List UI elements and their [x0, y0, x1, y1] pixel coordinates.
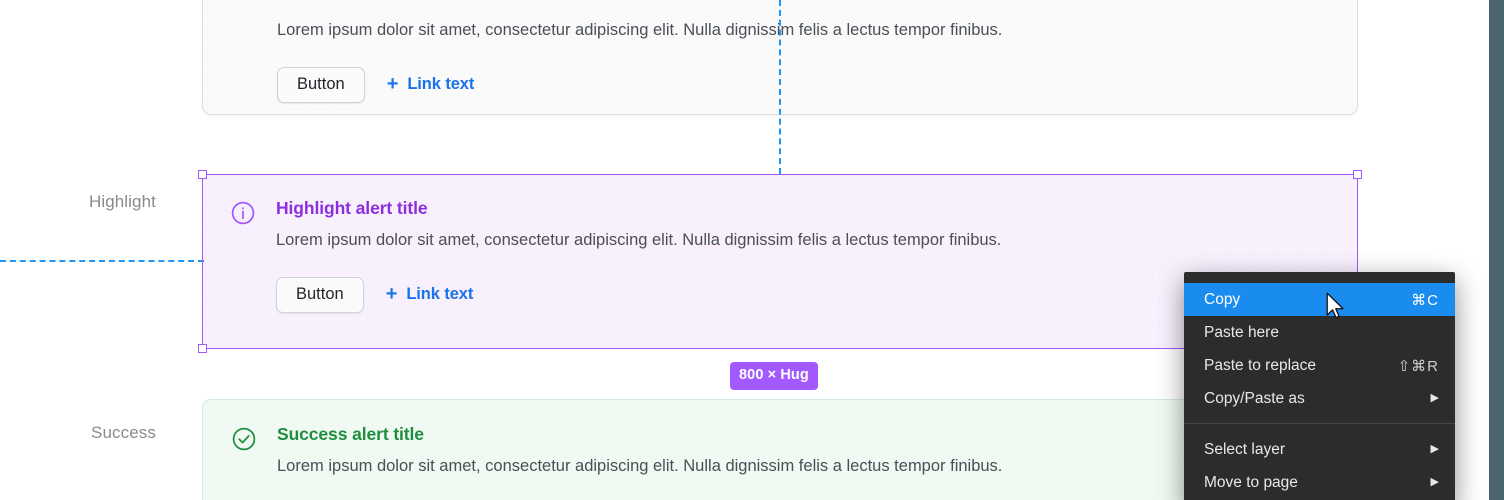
- context-menu-item-shortcut: ⌘C: [1411, 291, 1439, 309]
- context-menu-item-label: Paste to replace: [1204, 356, 1317, 374]
- alert-link[interactable]: + Link text: [386, 72, 475, 95]
- alert-body-text: Lorem ipsum dolor sit amet, consectetur …: [277, 21, 1003, 39]
- alert-actions: Button + Link text: [277, 66, 1329, 103]
- check-circle-icon: [231, 426, 257, 452]
- alert-actions: Button + Link text: [276, 276, 1330, 313]
- row-label-highlight: Highlight: [88, 192, 156, 211]
- alert-body-text: Lorem ipsum dolor sit amet, consectetur …: [276, 231, 1002, 249]
- info-circle-icon: [230, 200, 256, 226]
- alert-link-label: Link text: [407, 75, 475, 94]
- alert-body-text: Lorem ipsum dolor sit amet, consectetur …: [277, 457, 1003, 475]
- alert-button[interactable]: Button: [277, 66, 365, 103]
- smart-guide-horizontal: [0, 260, 204, 262]
- alert-title: Success alert title: [277, 424, 424, 444]
- context-menu-item-label: Select layer: [1204, 440, 1285, 458]
- submenu-arrow-icon: ▶: [1430, 392, 1439, 404]
- context-menu-item-copy[interactable]: Copy ⌘C: [1184, 283, 1455, 316]
- submenu-arrow-icon: ▶: [1430, 443, 1439, 455]
- smart-guide-vertical: [779, 0, 781, 174]
- alert-icon-placeholder: [231, 21, 257, 47]
- plus-icon: +: [386, 72, 399, 95]
- right-panel-edge: [1489, 0, 1504, 500]
- alert-button[interactable]: Button: [276, 276, 364, 313]
- context-menu[interactable]: Copy ⌘C Paste here Paste to replace ⇧⌘R …: [1184, 272, 1455, 500]
- context-menu-item-label: Move to page: [1204, 473, 1298, 491]
- context-menu-item-select-layer[interactable]: Select layer ▶: [1184, 433, 1455, 466]
- context-menu-item-paste-to-replace[interactable]: Paste to replace ⇧⌘R: [1184, 349, 1455, 382]
- context-menu-item-paste-here[interactable]: Paste here: [1184, 316, 1455, 349]
- plus-icon: +: [385, 282, 398, 305]
- context-menu-separator: [1184, 423, 1455, 424]
- context-menu-item-label: Copy/Paste as: [1204, 389, 1305, 407]
- context-menu-item-label: Paste here: [1204, 323, 1279, 341]
- context-menu-item-copy-paste-as[interactable]: Copy/Paste as ▶: [1184, 382, 1455, 415]
- submenu-arrow-icon: ▶: [1430, 476, 1439, 488]
- context-menu-item-shortcut: ⇧⌘R: [1397, 357, 1439, 375]
- alert-link[interactable]: + Link text: [385, 282, 474, 305]
- row-label-success: Success: [91, 423, 156, 442]
- selection-size-badge: 800 × Hug: [730, 362, 818, 390]
- alert-title: Highlight alert title: [276, 198, 428, 218]
- context-menu-item-label: Copy: [1204, 290, 1241, 308]
- alert-link-label: Link text: [406, 285, 474, 304]
- context-menu-item-move-to-page[interactable]: Move to page ▶: [1184, 466, 1455, 499]
